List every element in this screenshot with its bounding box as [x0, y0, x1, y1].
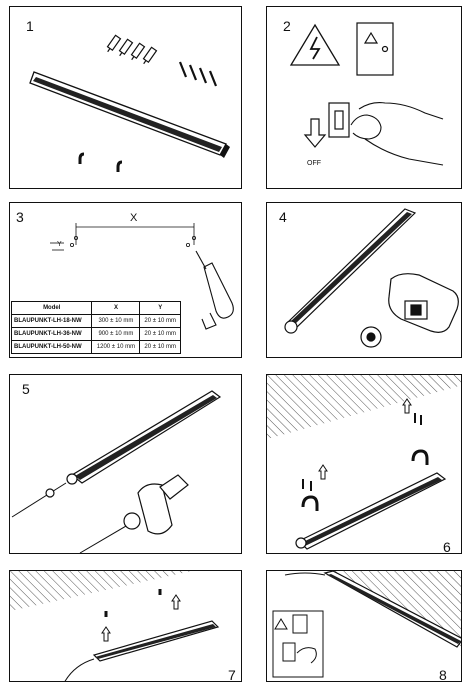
- step-number: 3: [16, 209, 24, 225]
- step-8-illustration: [272, 571, 461, 678]
- model-dimensions-table: Model X Y BLAUPUNKT-LH-18-NW 300 ± 10 mm…: [10, 301, 181, 354]
- step-1-panel: 1: [9, 6, 242, 189]
- screw-icon: [178, 61, 218, 87]
- dimension-lines: [50, 223, 196, 251]
- x-cell: 300 ± 10 mm: [91, 314, 141, 328]
- light-switch-icon: [328, 102, 350, 138]
- step-1-illustration: [29, 34, 230, 172]
- step-number: 6: [443, 539, 451, 554]
- column-header: Model: [10, 301, 93, 315]
- up-arrow-icon: [318, 398, 412, 480]
- light-bar-icon: [29, 71, 230, 158]
- step-number: 8: [439, 667, 447, 682]
- cable-icon: [11, 482, 139, 553]
- table-header-row: Model X Y: [10, 301, 181, 315]
- x-cell: 900 ± 10 mm: [91, 327, 141, 341]
- drill-icon: [195, 250, 234, 330]
- connector-housing-icon: [388, 273, 459, 333]
- step-8-panel: 8: [266, 570, 462, 682]
- model-cell: BLAUPUNKT-LH-36-NW: [10, 327, 93, 341]
- step-number: 1: [26, 18, 34, 34]
- step-6-panel: 6: [266, 374, 462, 554]
- step-3-panel: 3 X Y Model X Y BLAUPUNKT-LH-18-NW 300 ±…: [9, 202, 242, 358]
- step-number: 4: [279, 209, 287, 225]
- model-cell: BLAUPUNKT-LH-50-NW: [10, 340, 93, 354]
- dimension-y-label: Y: [57, 241, 62, 248]
- cable-gland-icon: [45, 474, 189, 535]
- light-bar-icon: [92, 620, 220, 662]
- high-voltage-warning-icon: [289, 23, 341, 66]
- step-4-illustration: [284, 208, 459, 348]
- hand-icon: [350, 102, 444, 166]
- up-arrow-icon: [101, 594, 181, 642]
- light-bar-icon: [66, 390, 222, 485]
- screw-icon: [302, 413, 422, 491]
- mounting-clip-icon: [104, 589, 162, 617]
- mounting-clip-icon: [301, 449, 429, 511]
- step-4-panel: 4: [266, 202, 462, 358]
- wall-hatching: [10, 571, 192, 611]
- step-5-panel: 5: [9, 374, 242, 554]
- table-row: BLAUPUNKT-LH-36-NW 900 ± 10 mm 20 ± 10 m…: [10, 327, 181, 341]
- mounting-clip-icon: [78, 152, 123, 172]
- wall-plug-icon: [106, 34, 158, 65]
- column-header: Y: [139, 301, 181, 315]
- light-bar-icon: [295, 472, 447, 550]
- column-header: X: [91, 301, 141, 315]
- step-number: 5: [22, 381, 30, 397]
- light-bar-icon: [323, 571, 461, 648]
- step-2-illustration: OFF: [289, 22, 444, 167]
- y-cell: 20 ± 10 mm: [139, 327, 181, 341]
- y-cell: 20 ± 10 mm: [139, 340, 181, 354]
- dimension-x-label: X: [130, 212, 138, 224]
- cable-icon: [64, 658, 95, 681]
- info-sign-icon: [356, 22, 394, 76]
- down-arrow-icon: [303, 118, 327, 148]
- wall-hatching: [267, 375, 461, 439]
- step-number: 2: [283, 18, 291, 34]
- model-cell: BLAUPUNKT-LH-18-NW: [10, 314, 93, 328]
- x-cell: 1200 ± 10 mm: [91, 340, 141, 354]
- off-label: OFF: [307, 160, 321, 167]
- power-on-inset: [272, 610, 324, 678]
- end-cap-icon: [284, 320, 382, 348]
- step-7-panel: 7: [9, 570, 242, 682]
- table-row: BLAUPUNKT-LH-18-NW 300 ± 10 mm 20 ± 10 m…: [10, 314, 181, 328]
- step-2-panel: 2 OFF: [266, 6, 462, 189]
- step-number: 7: [228, 667, 236, 682]
- cable-icon: [284, 572, 326, 576]
- table-row: BLAUPUNKT-LH-50-NW 1200 ± 10 mm 20 ± 10 …: [10, 340, 181, 354]
- step-7-illustration: [10, 571, 220, 681]
- y-cell: 20 ± 10 mm: [139, 314, 181, 328]
- step-5-illustration: [11, 390, 222, 553]
- step-3-illustration: [50, 223, 234, 330]
- step-6-illustration: [267, 375, 461, 550]
